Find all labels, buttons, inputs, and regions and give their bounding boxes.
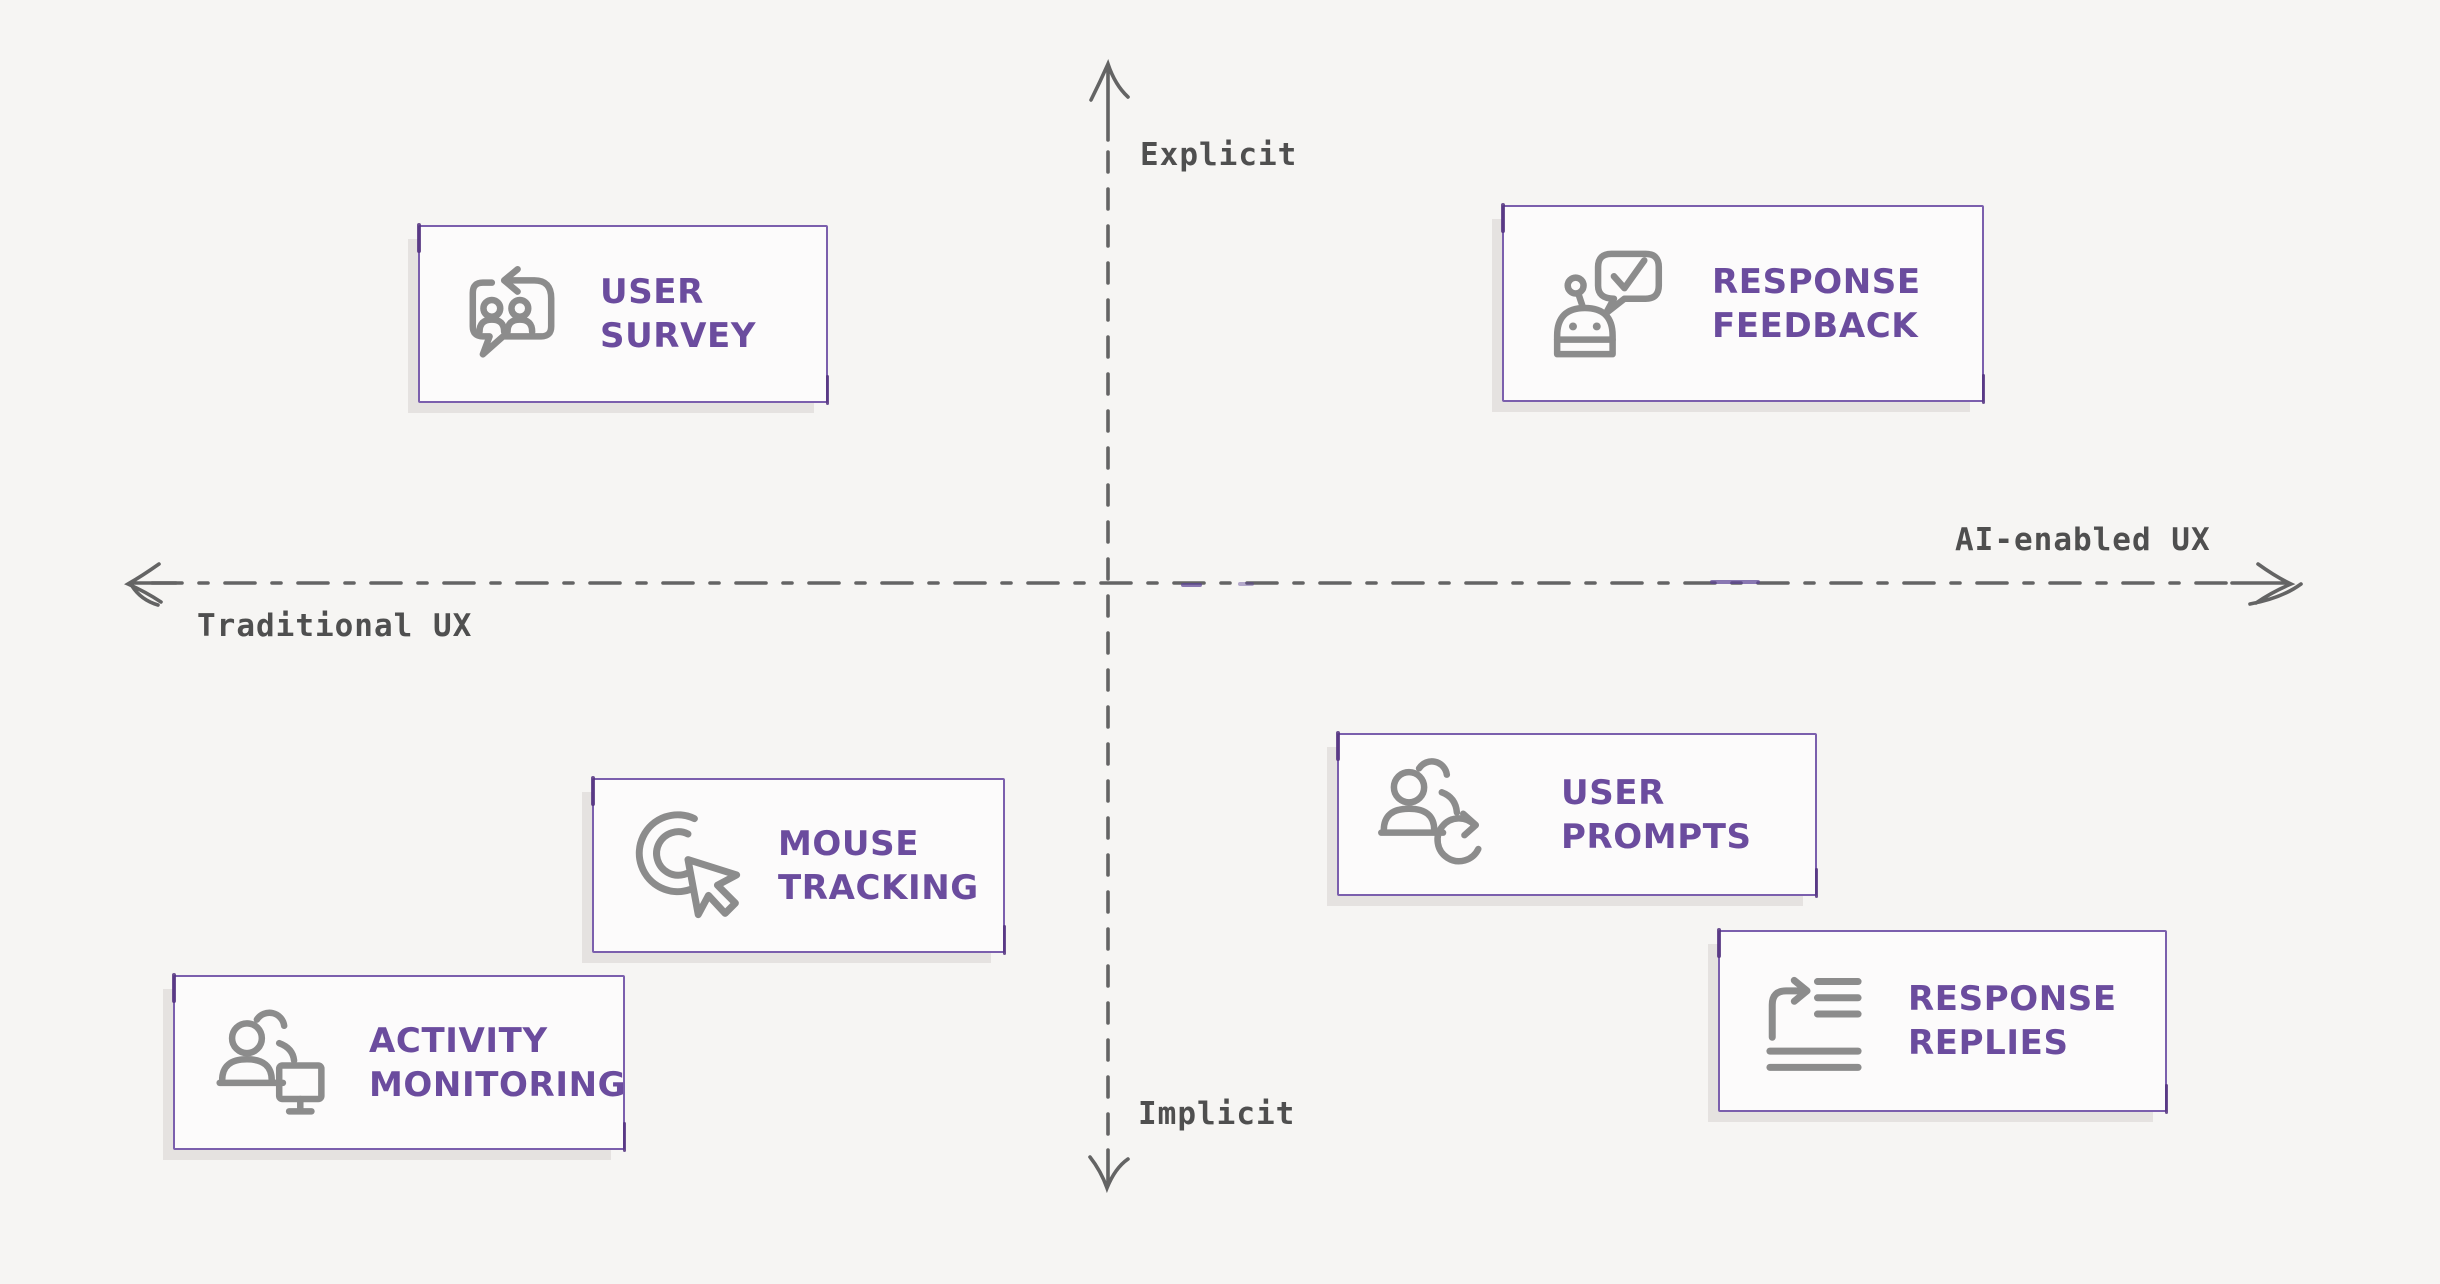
node-label-line1: MOUSE [778,823,920,864]
node-label-line2: TRACKING [778,867,979,908]
node-label-line2: MONITORING [369,1064,627,1105]
node-label-line1: USER [1561,772,1665,813]
down-arrow-icon [1088,1148,1130,1194]
node-label-line2: PROMPTS [1561,816,1752,857]
node-label: USER PROMPTS [1561,771,1752,859]
node-user-prompts: USER PROMPTS [1336,731,1818,898]
node-user-survey: USER SURVEY [417,223,829,405]
node-label-line2: FEEDBACK [1712,305,1919,346]
up-arrow-icon [1089,59,1130,142]
right-arrow-icon [2230,562,2303,606]
node-label: ACTIVITY MONITORING [369,1019,626,1107]
robot-feedback-check-icon [1540,238,1672,370]
reply-list-icon [1756,963,1872,1079]
node-label: RESPONSE REPLIES [1908,977,2117,1065]
left-arrow-icon [124,562,178,607]
node-response-replies: RESPONSE REPLIES [1717,928,2168,1114]
axis-label-ai-enabled-ux: AI-enabled UX [1955,522,2211,558]
node-label-line1: ACTIVITY [369,1020,548,1061]
people-monitor-icon [211,1001,335,1125]
axis-label-explicit: Explicit [1140,137,1298,173]
axis-label-implicit: Implicit [1138,1096,1296,1132]
cursor-click-icon [624,802,752,930]
node-label-line2: REPLIES [1908,1023,2069,1063]
node-label-line1: RESPONSE [1908,979,2117,1019]
node-label-line1: USER [600,272,704,312]
node-mouse-tracking: MOUSE TRACKING [591,776,1006,955]
survey-speech-bubble-people-icon [456,258,568,370]
node-label: USER SURVEY [600,270,756,358]
axis-label-traditional-ux: Traditional UX [197,608,473,644]
node-label-line1: RESPONSE [1712,261,1921,302]
node-response-feedback: RESPONSE FEEDBACK [1501,203,1985,404]
node-label: MOUSE TRACKING [778,822,979,910]
node-activity-monitoring: ACTIVITY MONITORING [172,973,626,1152]
node-label: RESPONSE FEEDBACK [1712,260,1921,348]
node-label-line2: SURVEY [600,316,757,356]
people-refresh-icon [1375,752,1501,878]
